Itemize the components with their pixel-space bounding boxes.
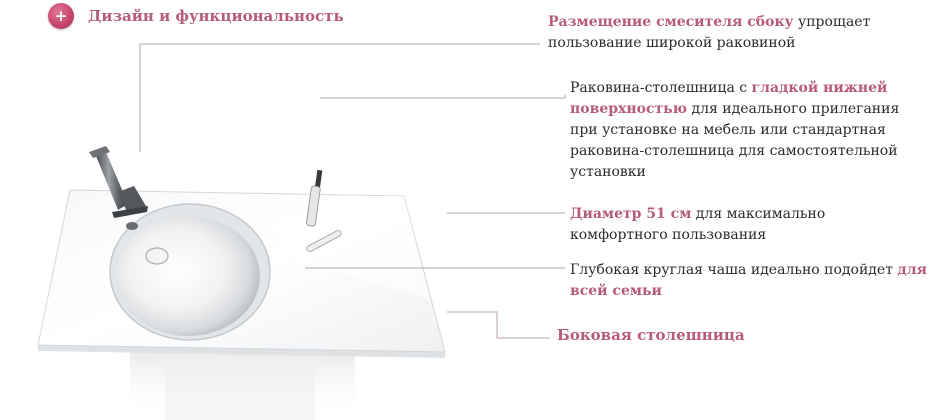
- annotation-bowl-highlight: для всей семьи: [570, 262, 927, 299]
- toothbrush-lying: [306, 230, 342, 252]
- annotation-bottom-surface: Раковина-столешница с гладкой нижней пов…: [570, 78, 925, 183]
- leader-countertop: [447, 311, 550, 339]
- annotation-mixer: Размещение смесителя сбоку упрощает поль…: [548, 12, 928, 54]
- drain: [145, 247, 169, 265]
- annotation-diameter-highlight: Диаметр 51 см: [570, 206, 692, 222]
- countertop-front-edge: [38, 345, 445, 358]
- bowl-basin: [116, 216, 260, 336]
- section-title: Дизайн и функциональность: [88, 7, 344, 25]
- annotation-bottom-surface-text-2: для идеального прилегания при установке …: [570, 101, 900, 180]
- faucet: [89, 146, 148, 218]
- countertop-shine: [250, 195, 430, 300]
- annotation-bowl-text: Глубокая круглая чаша идеально подойдет: [570, 262, 898, 278]
- annotation-bottom-surface-highlight: гладкой нижней поверхностью: [570, 80, 888, 117]
- section-header: + Дизайн и функциональность: [48, 3, 344, 29]
- annotation-diameter: Диаметр 51 см для максимально комфортног…: [570, 204, 870, 246]
- expand-button[interactable]: +: [48, 3, 74, 29]
- leader-bottom-surface: [320, 95, 566, 99]
- annotation-mixer-text: упрощает: [793, 14, 871, 30]
- annotation-diameter-text: для максимально комфортного пользования: [570, 206, 826, 243]
- annotation-countertop: Боковая столешница: [557, 326, 745, 344]
- cabinet-reflection-inner: [165, 362, 315, 420]
- annotation-bottom-surface-text: Раковина-столешница с: [570, 80, 752, 96]
- faucet-base-hole: [126, 222, 138, 230]
- plus-icon: +: [54, 6, 68, 25]
- toothbrush: [306, 169, 323, 227]
- leader-lines: [139, 43, 566, 339]
- annotation-mixer-highlight: Размещение смесителя сбоку: [548, 14, 794, 30]
- annotation-bowl: Глубокая круглая чаша идеально подойдет …: [570, 260, 940, 302]
- leader-mixer: [139, 43, 540, 152]
- annotation-mixer-text-2: пользование широкой раковиной: [548, 35, 796, 51]
